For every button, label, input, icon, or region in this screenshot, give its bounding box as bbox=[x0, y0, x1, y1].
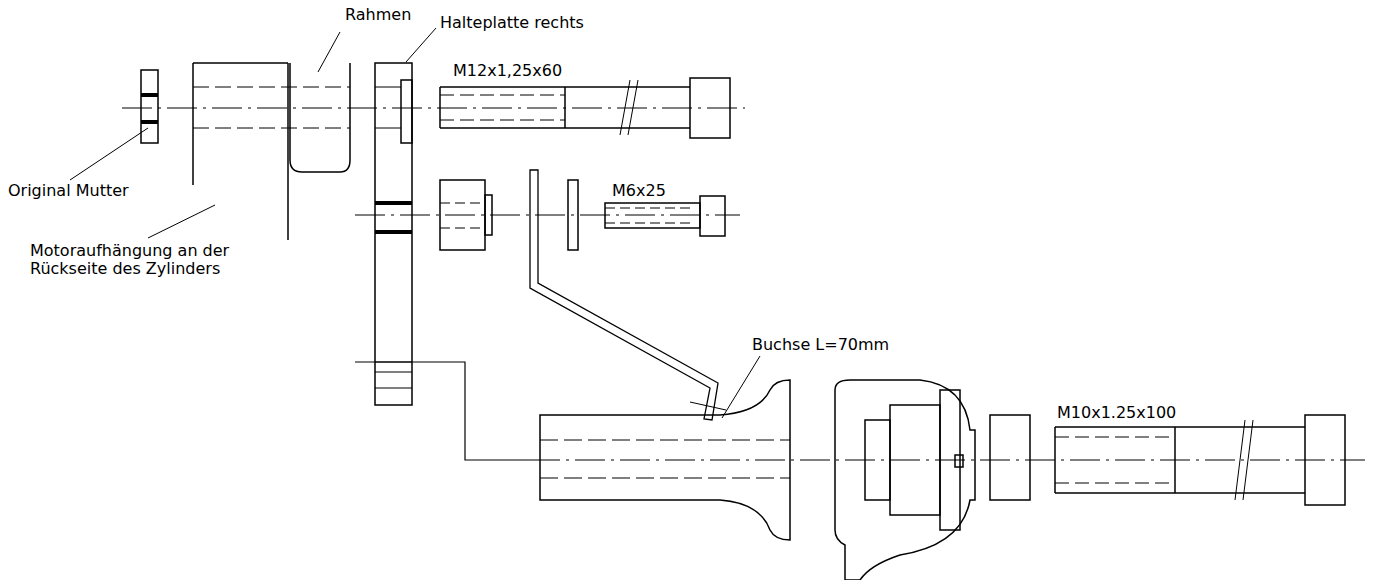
bolt-spec: M12x1,25x60 bbox=[453, 62, 562, 80]
part-name: Original Mutter bbox=[8, 182, 129, 200]
bolt-spec: M10x1.25x100 bbox=[1057, 404, 1176, 422]
part-name: Halteplatte rechts bbox=[440, 14, 584, 32]
part-name: Rahmen bbox=[345, 6, 411, 24]
part-name: Buchse L=70mm bbox=[752, 336, 889, 354]
part-note: Motoraufhängung an der Rückseite des Zyl… bbox=[30, 242, 255, 279]
bolt-spec: M6x25 bbox=[612, 182, 666, 200]
